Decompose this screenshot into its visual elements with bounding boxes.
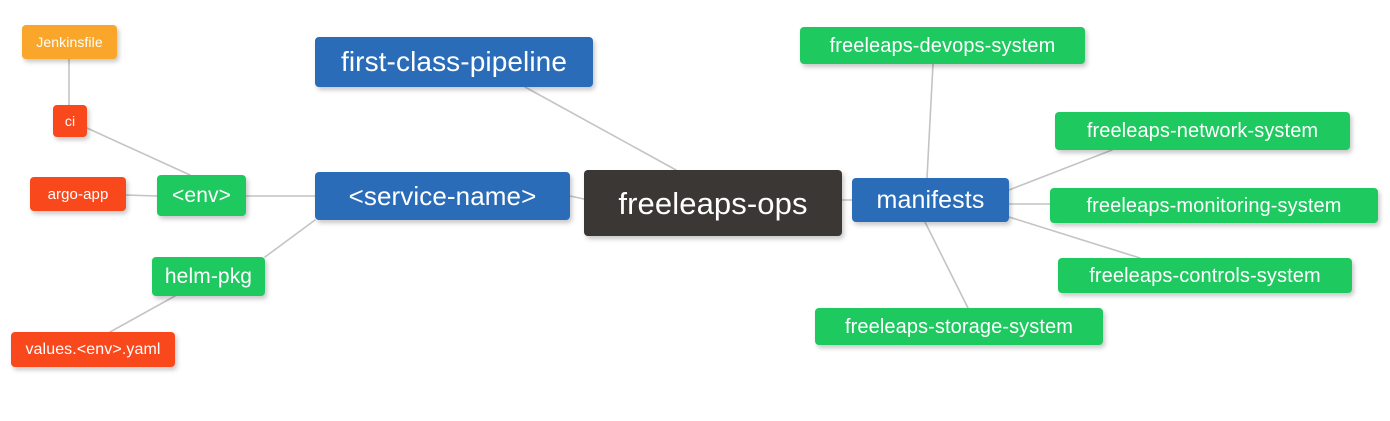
node-helm-pkg[interactable]: helm-pkg	[152, 257, 265, 296]
node-service-name[interactable]: <service-name>	[315, 172, 570, 220]
node-freeleaps-controls-system[interactable]: freeleaps-controls-system	[1058, 258, 1352, 293]
node-freeleaps-storage-system[interactable]: freeleaps-storage-system	[815, 308, 1103, 345]
node-label-argo-app: argo-app	[47, 185, 109, 203]
node-ci[interactable]: ci	[53, 105, 87, 137]
node-values-env-yaml[interactable]: values.<env>.yaml	[11, 332, 175, 367]
node-label-helm-pkg: helm-pkg	[164, 265, 253, 288]
node-label-first-class-pipeline: first-class-pipeline	[340, 46, 568, 77]
node-manifests[interactable]: manifests	[852, 178, 1009, 222]
edge-helm-pkg-to-values-env-yaml	[109, 295, 176, 333]
node-label-ci: ci	[64, 113, 76, 129]
edge-argo-app-to-env	[125, 194, 158, 197]
node-label-freeleaps-network-system: freeleaps-network-system	[1086, 120, 1319, 142]
node-first-class-pipeline[interactable]: first-class-pipeline	[315, 37, 593, 87]
node-label-freeleaps-ops: freeleaps-ops	[618, 185, 808, 221]
node-label-env: <env>	[172, 184, 231, 207]
node-label-freeleaps-controls-system: freeleaps-controls-system	[1089, 264, 1321, 287]
node-label-freeleaps-storage-system: freeleaps-storage-system	[844, 315, 1074, 338]
node-env[interactable]: <env>	[157, 175, 246, 216]
edge-manifests-to-freeleaps-controls-system	[1008, 216, 1141, 259]
node-freeleaps-devops-system[interactable]: freeleaps-devops-system	[800, 27, 1085, 64]
edge-manifests-to-freeleaps-devops-system	[926, 63, 934, 179]
node-label-freeleaps-monitoring-system: freeleaps-monitoring-system	[1086, 194, 1342, 217]
node-jenkinsfile[interactable]: Jenkinsfile	[22, 25, 117, 59]
edge-manifests-to-freeleaps-network-system	[1008, 149, 1113, 191]
edge-manifests-to-freeleaps-storage-system	[924, 221, 969, 309]
node-argo-app[interactable]: argo-app	[30, 177, 126, 211]
edge-service-name-to-helm-pkg	[264, 219, 316, 258]
node-label-values-env-yaml: values.<env>.yaml	[25, 340, 161, 358]
edge-first-class-pipeline-to-freeleaps-ops	[524, 86, 677, 171]
node-freeleaps-ops[interactable]: freeleaps-ops	[584, 170, 842, 236]
node-label-freeleaps-devops-system: freeleaps-devops-system	[829, 34, 1056, 57]
node-freeleaps-network-system[interactable]: freeleaps-network-system	[1055, 112, 1350, 150]
node-label-jenkinsfile: Jenkinsfile	[36, 34, 103, 50]
node-label-manifests: manifests	[876, 185, 985, 214]
edge-service-name-to-freeleaps-ops	[569, 195, 585, 200]
node-label-service-name: <service-name>	[348, 181, 537, 211]
node-freeleaps-monitoring-system[interactable]: freeleaps-monitoring-system	[1050, 188, 1378, 223]
edge-ci-to-env	[86, 127, 191, 176]
